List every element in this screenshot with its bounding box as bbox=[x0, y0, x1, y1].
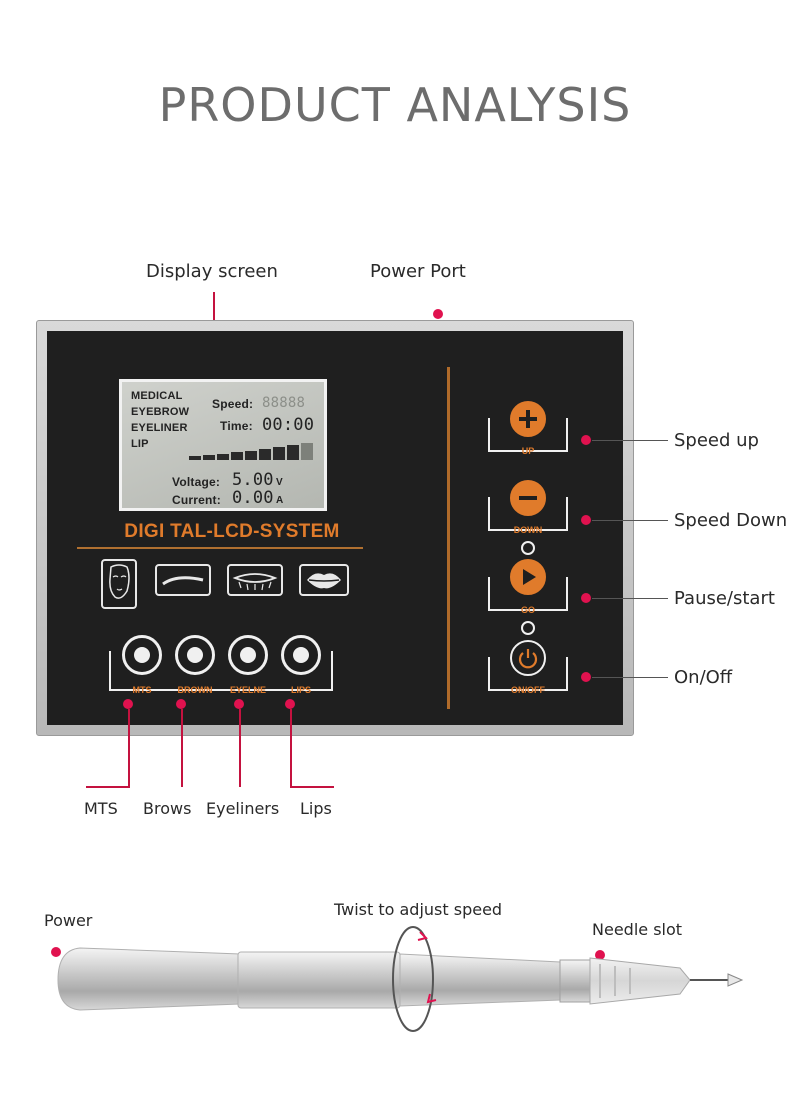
led-indicator-1 bbox=[521, 541, 535, 555]
marker-needle-slot bbox=[595, 950, 605, 960]
marker-mts bbox=[123, 699, 133, 709]
leader-lips bbox=[290, 709, 292, 787]
mode-label-brown: BROWN bbox=[177, 685, 213, 695]
label-speed-down: Speed Down bbox=[674, 510, 788, 531]
mode-label-lips: LIPS bbox=[290, 685, 311, 695]
power-icon bbox=[518, 649, 538, 669]
marker-on-off bbox=[581, 672, 591, 682]
label-on-off: On/Off bbox=[674, 667, 733, 688]
leader-speed-up bbox=[592, 440, 668, 441]
lcd-current-unit: A bbox=[276, 495, 284, 506]
up-button[interactable] bbox=[510, 401, 546, 437]
leader-brows bbox=[181, 709, 183, 787]
label-display-screen: Display screen bbox=[146, 261, 278, 282]
down-button-frame bbox=[488, 497, 568, 531]
go-button[interactable] bbox=[510, 559, 546, 595]
leader-mts bbox=[128, 709, 130, 787]
onoff-button[interactable] bbox=[510, 640, 546, 676]
leader-pause-start bbox=[592, 598, 668, 599]
up-button-frame bbox=[488, 418, 568, 452]
mode-label-mts: MTS bbox=[132, 685, 152, 695]
label-pause-start: Pause/start bbox=[674, 588, 775, 609]
label-speed-up: Speed up bbox=[674, 430, 759, 451]
lcd-display: MEDICAL EYEBROW EYELINER LIP Speed: 8888… bbox=[119, 379, 327, 511]
plus-icon bbox=[519, 410, 537, 428]
leader-on-off bbox=[592, 677, 668, 678]
brand-label: DIGI TAL-LCD-SYSTEM bbox=[124, 521, 340, 542]
play-icon bbox=[523, 569, 536, 585]
leader-mts-h bbox=[86, 786, 130, 788]
label-power: Power bbox=[44, 911, 93, 930]
onoff-button-frame bbox=[488, 657, 568, 691]
down-button-label: DOWN bbox=[513, 525, 543, 535]
leader-eyeliners bbox=[239, 709, 241, 787]
lcd-speed-bargraph bbox=[189, 440, 319, 460]
face-icon bbox=[101, 559, 137, 609]
marker-pause-start bbox=[581, 593, 591, 603]
marker-power bbox=[51, 947, 61, 957]
marker-speed-down bbox=[581, 515, 591, 525]
lcd-mode-lip: LIP bbox=[131, 438, 149, 450]
leader-lips-h bbox=[290, 786, 334, 788]
label-brows: Brows bbox=[143, 799, 192, 818]
lcd-time-value: 00:00 bbox=[262, 415, 315, 435]
lcd-voltage-label: Voltage: bbox=[172, 475, 221, 489]
marker-power-port bbox=[433, 309, 443, 319]
lips-icon bbox=[299, 564, 349, 596]
lcd-mode-medical: MEDICAL bbox=[131, 390, 183, 402]
lcd-mode-eyeliner: EYELINER bbox=[131, 422, 188, 434]
leader-speed-down bbox=[592, 520, 668, 521]
label-needle-slot: Needle slot bbox=[592, 920, 683, 939]
lcd-current-label: Current: bbox=[172, 493, 221, 507]
lcd-speed-label: Speed: bbox=[212, 397, 254, 411]
label-lips: Lips bbox=[300, 799, 332, 818]
tattoo-pen-illustration bbox=[57, 926, 744, 1032]
lcd-current-value: 0.00 bbox=[232, 488, 274, 508]
label-power-port: Power Port bbox=[370, 261, 466, 282]
marker-lips bbox=[285, 699, 295, 709]
onoff-button-label: ON/OFF bbox=[511, 685, 545, 695]
minus-icon bbox=[519, 496, 537, 500]
brand-underline bbox=[77, 547, 363, 549]
control-box: MEDICAL EYEBROW EYELINER LIP Speed: 8888… bbox=[36, 320, 634, 736]
page-title: PRODUCT ANALYSIS bbox=[158, 78, 632, 132]
go-button-label: GO bbox=[520, 605, 535, 615]
eyebrow-icon bbox=[155, 564, 211, 596]
marker-eyeliners bbox=[234, 699, 244, 709]
mode-button-mts[interactable] bbox=[122, 635, 162, 675]
lcd-mode-eyebrow: EYEBROW bbox=[131, 406, 190, 418]
panel-divider bbox=[447, 367, 450, 709]
up-button-label: UP bbox=[521, 446, 535, 456]
lcd-voltage-value: 5.00 bbox=[232, 470, 274, 490]
go-button-frame bbox=[488, 577, 568, 611]
mode-button-brown[interactable] bbox=[175, 635, 215, 675]
lcd-voltage-unit: V bbox=[276, 477, 283, 488]
label-mts: MTS bbox=[84, 799, 118, 818]
control-panel: MEDICAL EYEBROW EYELINER LIP Speed: 8888… bbox=[47, 331, 623, 725]
lcd-speed-value: 88888 bbox=[262, 395, 306, 411]
label-eyeliners: Eyeliners bbox=[206, 799, 280, 818]
label-twist: Twist to adjust speed bbox=[334, 900, 503, 919]
lcd-time-label: Time: bbox=[220, 419, 253, 433]
mode-button-eyelne[interactable] bbox=[228, 635, 268, 675]
marker-speed-up bbox=[581, 435, 591, 445]
eyeliner-icon bbox=[227, 564, 283, 596]
marker-brows bbox=[176, 699, 186, 709]
down-button[interactable] bbox=[510, 480, 546, 516]
mode-label-eyelne: EYELNE bbox=[229, 685, 266, 695]
mode-button-lips[interactable] bbox=[281, 635, 321, 675]
mode-button-frame bbox=[109, 651, 333, 691]
led-indicator-2 bbox=[521, 621, 535, 635]
